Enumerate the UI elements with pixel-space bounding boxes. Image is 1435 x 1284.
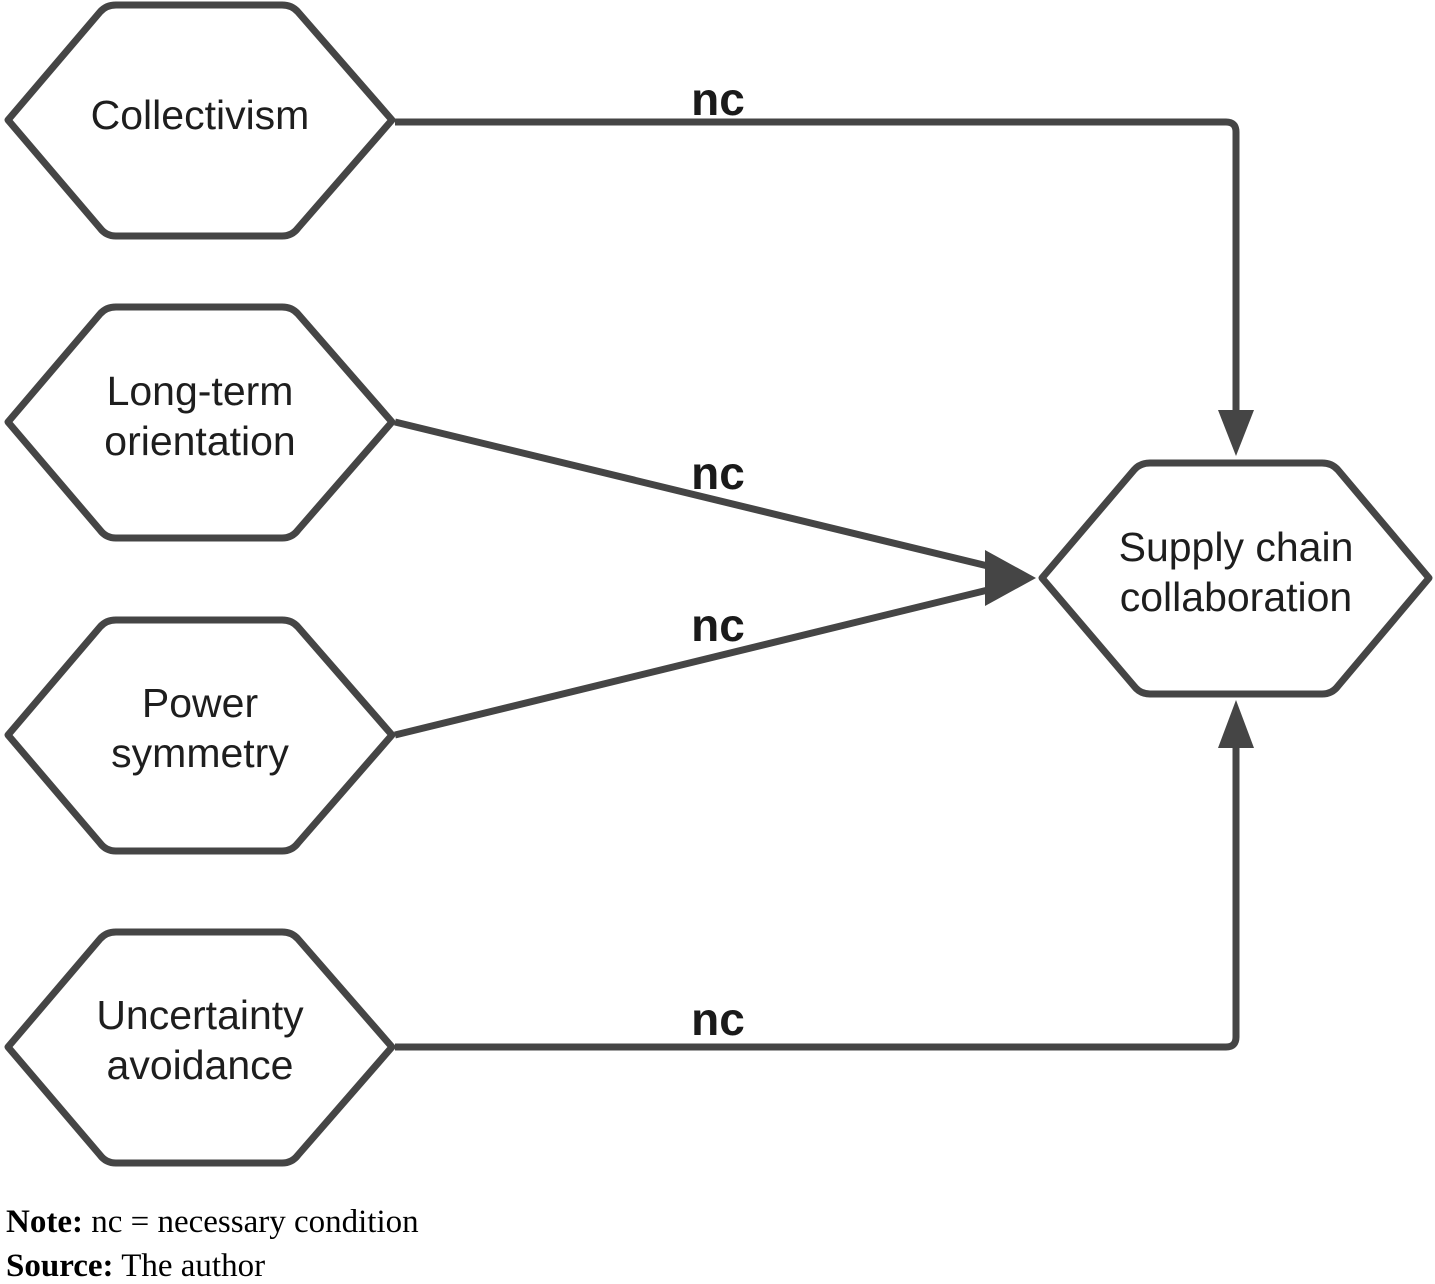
node-label-supply-chain-collaboration-line2: collaboration xyxy=(1120,574,1353,620)
hexagon-shape xyxy=(1038,459,1433,698)
note-text: nc = necessary condition xyxy=(82,1204,419,1240)
node-label-uncertainty-avoidance-line1: Uncertainty xyxy=(96,992,304,1038)
edge-uncertainty-avoidance: nc xyxy=(395,700,1254,1051)
hexagon-shape xyxy=(4,303,396,542)
hexagon-shape xyxy=(4,1,396,240)
edge-collectivism: nc xyxy=(395,73,1254,456)
edges: nc nc nc nc xyxy=(394,73,1254,1051)
source-text: The author xyxy=(113,1248,266,1284)
node-collectivism[interactable]: Collectivism xyxy=(4,1,396,240)
node-label-long-term-orientation-line1: Long-term xyxy=(107,368,294,414)
node-label-power-symmetry-line1: Power xyxy=(142,680,258,726)
node-supply-chain-collaboration[interactable]: Supply chain collaboration xyxy=(1038,459,1433,698)
note-label: Note: xyxy=(6,1204,83,1240)
node-label-supply-chain-collaboration-line1: Supply chain xyxy=(1119,524,1354,570)
arrowhead-down-icon xyxy=(1218,410,1254,456)
node-label-power-symmetry-line2: symmetry xyxy=(111,730,289,776)
source-label: Source: xyxy=(6,1248,114,1284)
edge-label-power-symmetry: nc xyxy=(691,599,745,651)
note-footnote: Note: nc = necessary condition xyxy=(6,1206,419,1239)
edge-label-collectivism: nc xyxy=(691,73,745,125)
edge-line-collectivism xyxy=(395,118,1240,412)
nodes: Collectivism Long-term orientation Power… xyxy=(4,1,1433,1167)
edge-power-symmetry: nc xyxy=(394,585,993,739)
edge-label-long-term-orientation: nc xyxy=(691,447,745,499)
arrowhead-right-icon xyxy=(985,550,1036,606)
edge-long-term-orientation: nc xyxy=(394,418,993,571)
hexagon-shape xyxy=(4,928,396,1167)
node-long-term-orientation[interactable]: Long-term orientation xyxy=(4,303,396,542)
node-power-symmetry[interactable]: Power symmetry xyxy=(4,616,396,855)
node-label-collectivism: Collectivism xyxy=(91,92,310,138)
edge-line-long-term-orientation xyxy=(394,418,993,571)
node-label-long-term-orientation-line2: orientation xyxy=(104,418,295,464)
source-footnote: Source: The author xyxy=(6,1250,265,1283)
diagram-canvas: nc nc nc nc Collectivism Lon xyxy=(4,1,1433,1167)
edge-line-uncertainty-avoidance xyxy=(395,746,1240,1051)
arrowhead-up-icon xyxy=(1218,700,1254,748)
hexagon-shape xyxy=(4,616,396,855)
node-uncertainty-avoidance[interactable]: Uncertainty avoidance xyxy=(4,928,396,1167)
node-label-uncertainty-avoidance-line2: avoidance xyxy=(107,1042,294,1088)
edge-line-power-symmetry xyxy=(394,585,993,739)
edge-label-uncertainty-avoidance: nc xyxy=(691,993,745,1045)
